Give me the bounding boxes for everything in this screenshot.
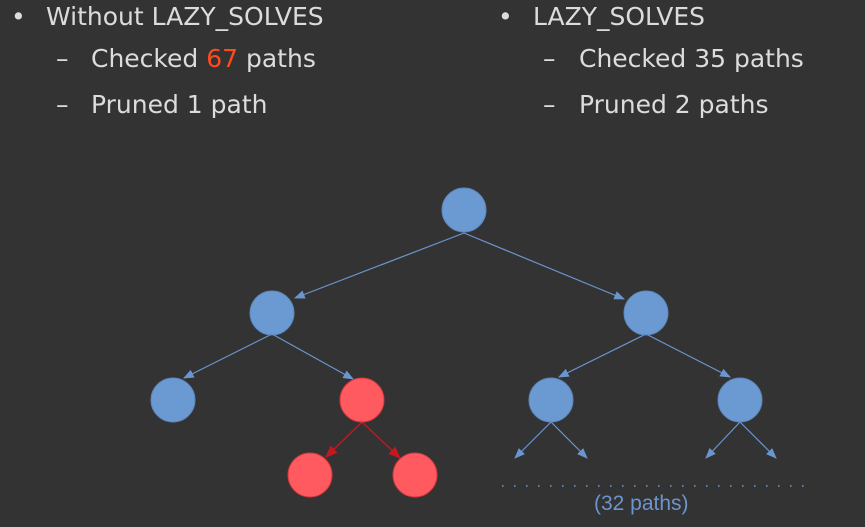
- tree-edge: [739, 421, 777, 459]
- left-item-pruned: Pruned 1 path: [91, 90, 268, 119]
- dash-icon: –: [56, 90, 69, 119]
- tree-edge: [705, 421, 741, 459]
- paths-count-label: (32 paths): [594, 492, 689, 515]
- checked-prefix: Checked: [91, 44, 207, 73]
- dash-icon: –: [543, 90, 556, 119]
- pruned-node: [339, 377, 385, 423]
- bullet-icon: •: [11, 2, 26, 31]
- left-heading: Without LAZY_SOLVES: [46, 2, 324, 31]
- tree-node: [717, 377, 763, 423]
- bullet-icon: •: [498, 2, 513, 31]
- right-heading: LAZY_SOLVES: [533, 2, 705, 31]
- checked-count-highlight: 67: [206, 44, 239, 73]
- pruned-node: [287, 452, 333, 498]
- pruned-edge: [361, 421, 401, 459]
- dash-icon: –: [56, 44, 69, 73]
- checked-suffix: paths: [238, 44, 316, 73]
- tree-edge: [183, 333, 273, 379]
- right-item-pruned: Pruned 2 paths: [579, 90, 769, 119]
- tree-node: [249, 290, 295, 336]
- tree-node: [528, 377, 574, 423]
- tree-edge: [514, 421, 552, 459]
- tree-node-root: [441, 187, 487, 233]
- tree-edge: [558, 333, 647, 378]
- tree-node: [623, 290, 669, 336]
- tree-node: [150, 377, 196, 423]
- tree-edge: [645, 333, 731, 378]
- right-item-checked: Checked 35 paths: [579, 44, 804, 73]
- dash-icon: –: [543, 44, 556, 73]
- left-item-checked: Checked 67 paths: [91, 44, 316, 73]
- tree-edge: [463, 232, 625, 300]
- tree-edge: [550, 421, 588, 459]
- pruned-edge: [325, 421, 363, 458]
- tree-edge: [271, 333, 354, 380]
- pruned-node: [392, 452, 438, 498]
- tree-edge: [293, 232, 465, 299]
